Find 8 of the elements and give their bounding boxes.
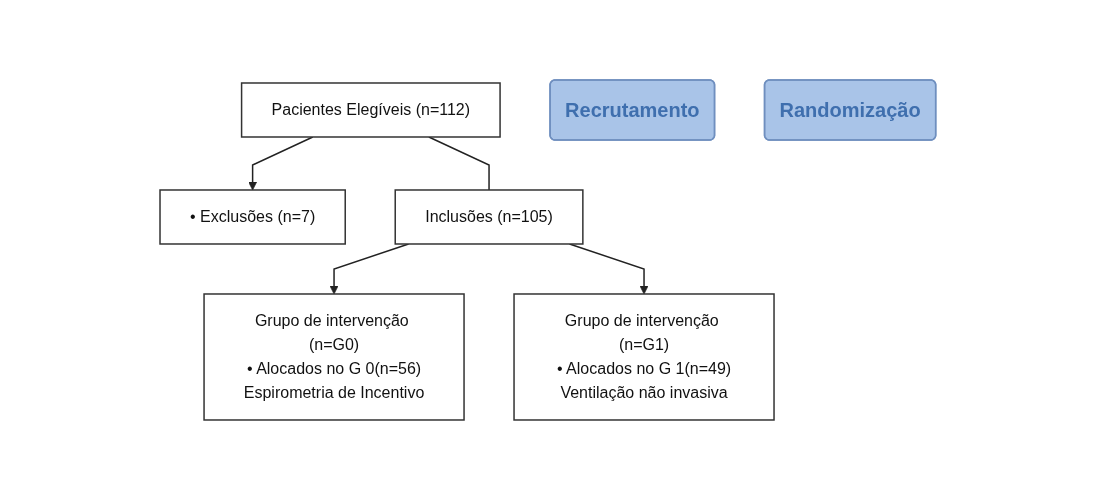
node-box: Inclusões (n=105) (394, 188, 584, 245)
node-box: Grupo de intervenção (n=G1) • Alocados no G 1(n=49) Ventilação não invasiva (512, 292, 775, 421)
arrow (247, 135, 314, 190)
arrow (329, 242, 409, 294)
node-box: Pacientes Elegíveis (n=112) (240, 81, 501, 138)
connector (427, 135, 490, 191)
node-box: Grupo de intervenção (n=G0) • Alocados no G 0(n=56) Espirometria de Incentivo (202, 292, 465, 421)
node-box: • Exclusões (n=7) (158, 188, 346, 245)
